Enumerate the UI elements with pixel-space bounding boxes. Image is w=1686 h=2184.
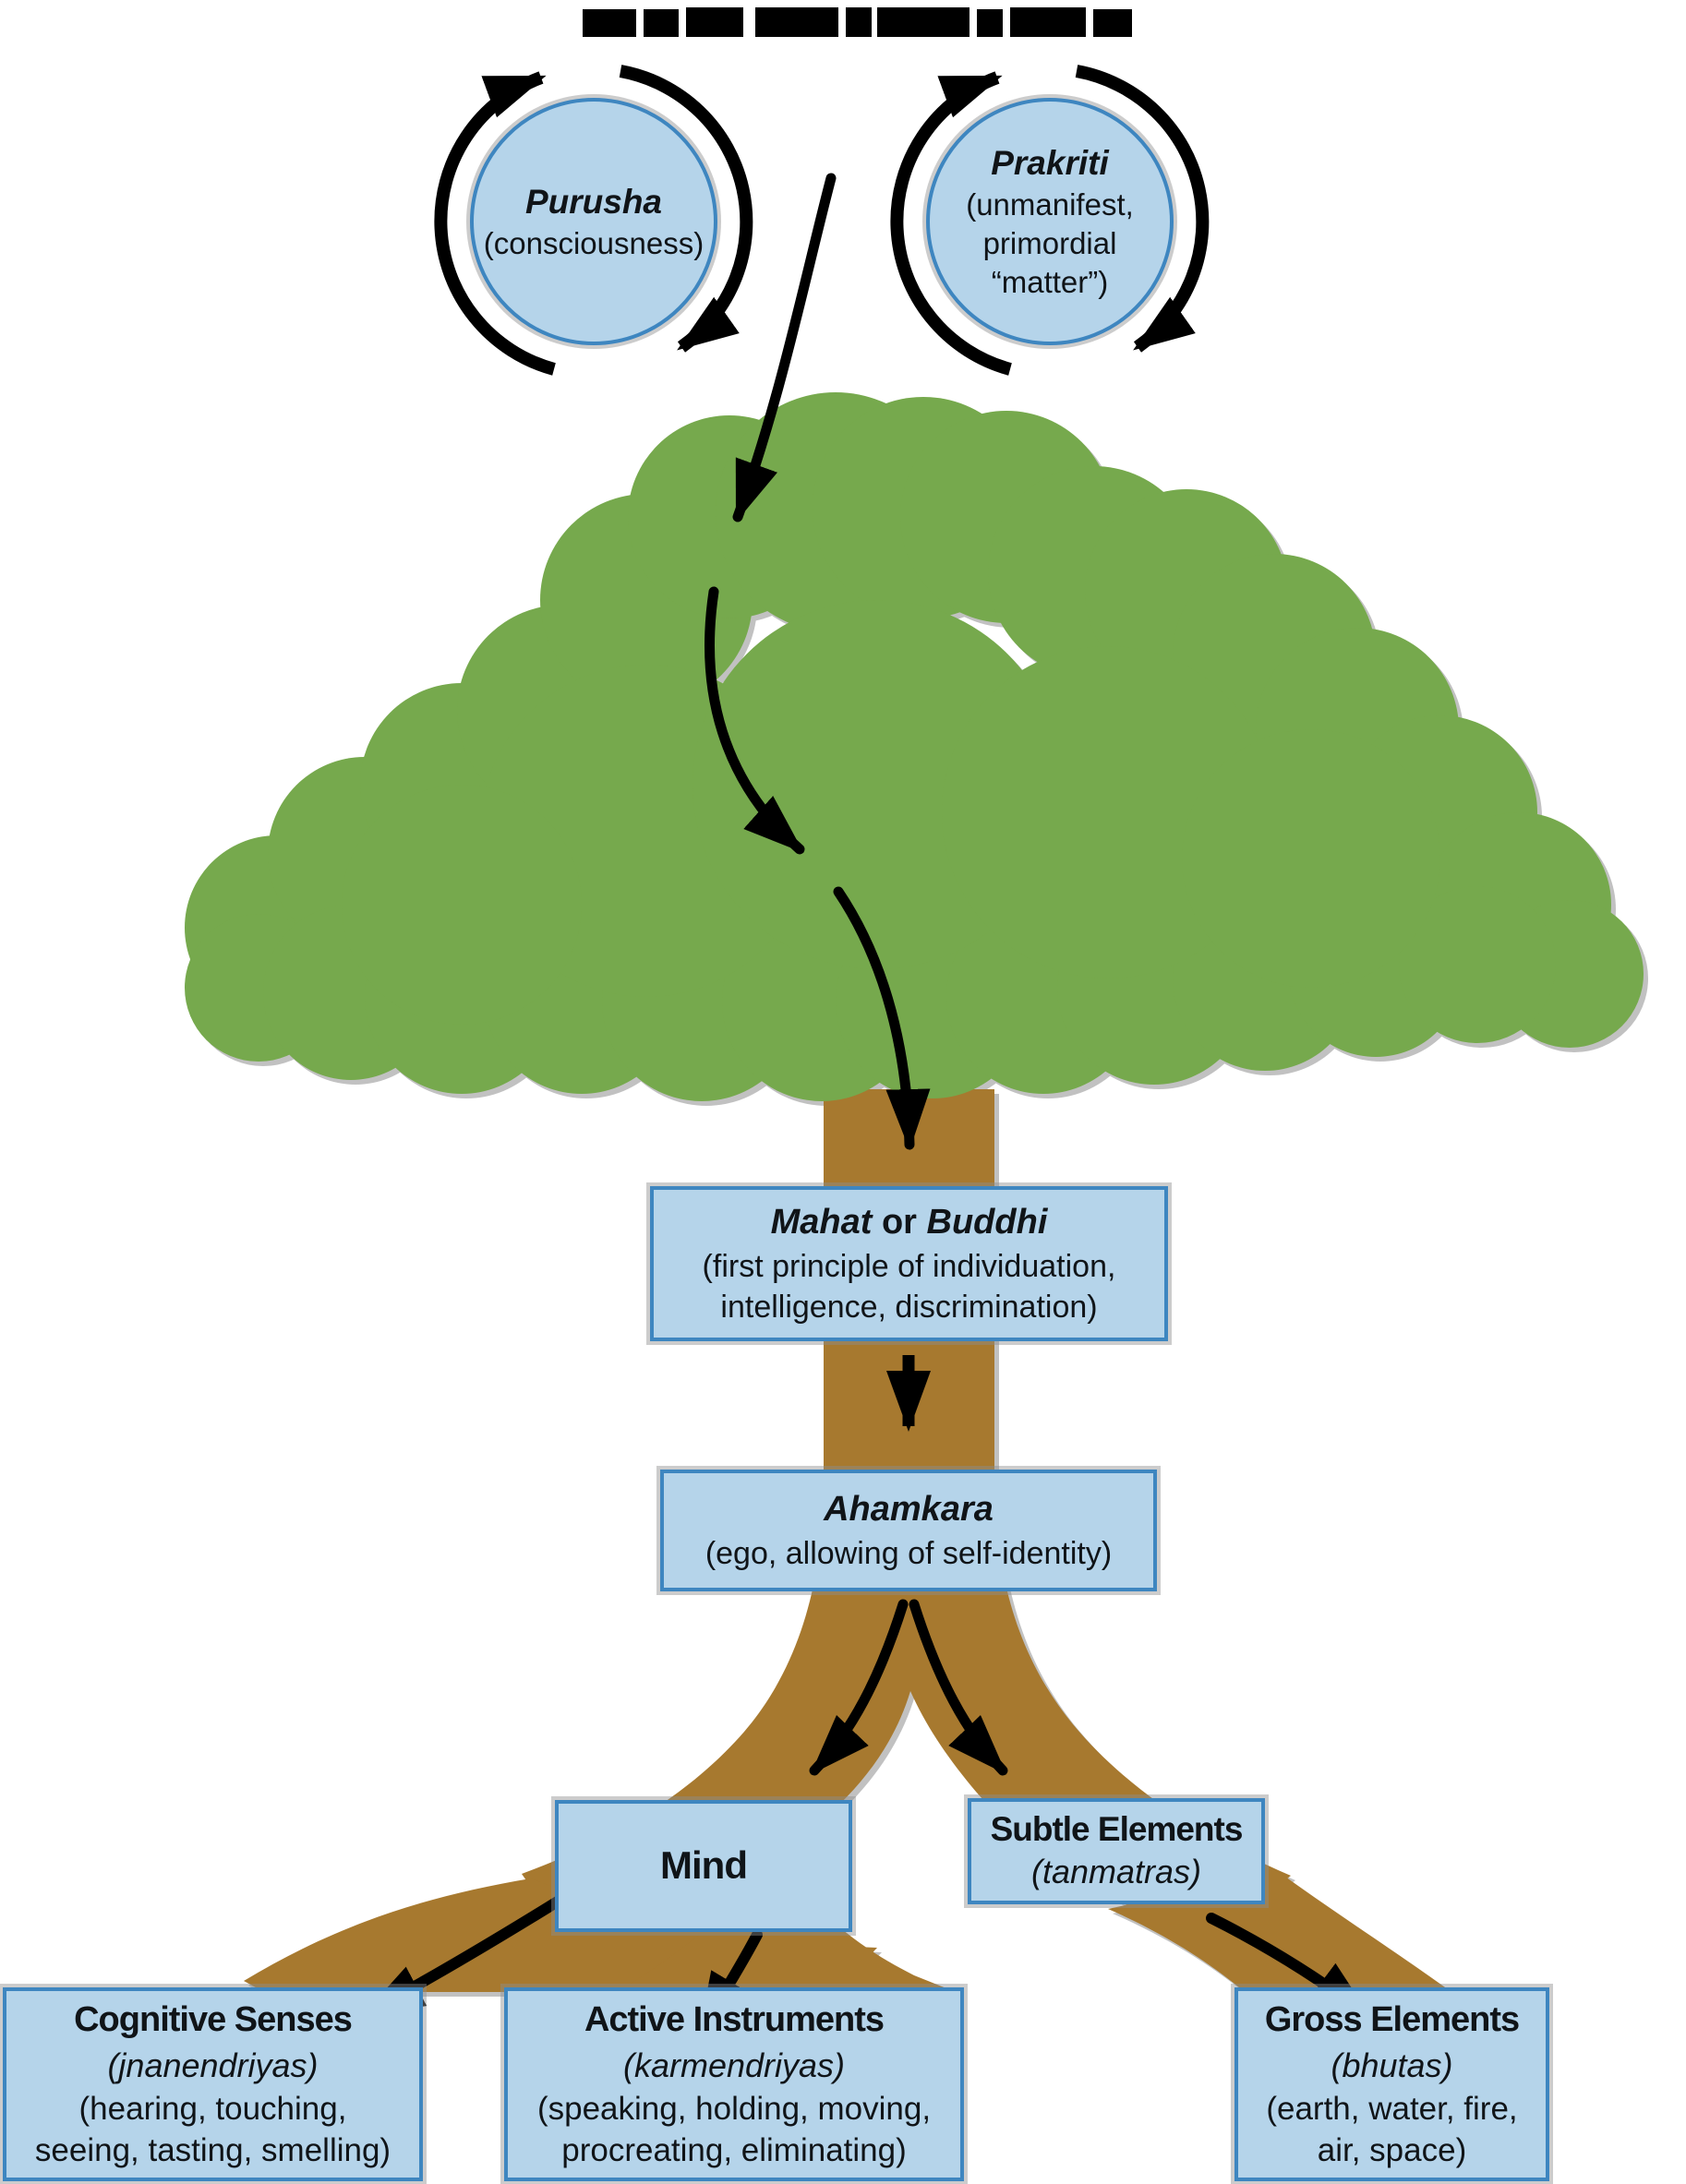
active-instruments-line: procreating, eliminating) — [561, 2132, 907, 2169]
cognitive-senses-node: Cognitive Senses (jnanendriyas) (hearing… — [3, 1987, 423, 2181]
cropped-title-fragment — [583, 7, 1132, 37]
subtle-elements-term: (tanmatras) — [1030, 1853, 1202, 1891]
active-instruments-line: (speaking, holding, moving, — [536, 2090, 932, 2127]
gross-elements-title: Gross Elements — [1264, 2000, 1520, 2040]
purusha-subtitle: (consciousness) — [483, 225, 705, 260]
or-word: or — [872, 1203, 927, 1242]
mahat-word: Mahat — [770, 1203, 873, 1242]
cycle-arrow-purusha — [434, 65, 753, 376]
prakriti-subtitle-line: (unmanifest, — [966, 186, 1134, 222]
purusha-node: Purusha (consciousness) — [470, 98, 717, 345]
active-instruments-term: (karmendriyas) — [622, 2046, 846, 2084]
active-instruments-title: Active Instruments — [584, 2000, 885, 2040]
prakriti-subtitle-line: “matter”) — [991, 265, 1109, 300]
active-instruments-node: Active Instruments (karmendriyas) (speak… — [504, 1987, 964, 2181]
gross-elements-node: Gross Elements (bhutas) (earth, water, f… — [1234, 1987, 1549, 2181]
mahat-desc-line: (first principle of individuation, — [702, 1248, 1116, 1284]
ahamkara-title: Ahamkara — [824, 1490, 994, 1530]
purusha-title: Purusha — [524, 182, 663, 221]
cognitive-senses-line: (hearing, touching, — [78, 2090, 347, 2127]
subtle-elements-node: Subtle Elements (tanmatras) — [968, 1798, 1265, 1904]
gross-elements-line: air, space) — [1317, 2132, 1467, 2169]
subtle-elements-title: Subtle Elements — [990, 1809, 1244, 1848]
gross-elements-term: (bhutas) — [1331, 2046, 1453, 2084]
buddhi-word: Buddhi — [926, 1203, 1048, 1242]
cognitive-senses-term: (jnanendriyas) — [107, 2046, 319, 2084]
cycle-arrow-prakriti — [890, 65, 1210, 376]
ahamkara-node: Ahamkara (ego, allowing of self-identity… — [660, 1470, 1157, 1591]
mahat-desc-line: intelligence, discrimination) — [720, 1289, 1098, 1325]
ahamkara-desc-line: (ego, allowing of self-identity) — [705, 1535, 1113, 1571]
ahamkara-split-arrows — [809, 1599, 1008, 1776]
gross-elements-line: (earth, water, fire, — [1266, 2090, 1518, 2127]
descent-arrow — [705, 173, 931, 1150]
prakriti-node: Prakriti (unmanifest, primordial “matter… — [926, 98, 1174, 345]
prakriti-subtitle-line: primordial — [982, 225, 1117, 260]
cognitive-senses-title: Cognitive Senses — [74, 2000, 353, 2040]
cognitive-senses-line: seeing, tasting, smelling) — [34, 2132, 391, 2169]
prakriti-title: Prakriti — [991, 143, 1109, 182]
tree-canopy — [185, 392, 1644, 1101]
mahat-buddhi-node: Mahat or Buddhi (first principle of indi… — [650, 1186, 1168, 1341]
mind-title: Mind — [660, 1843, 748, 1888]
mind-node: Mind — [555, 1800, 852, 1932]
mahat-buddhi-title: Mahat or Buddhi — [771, 1200, 1048, 1245]
